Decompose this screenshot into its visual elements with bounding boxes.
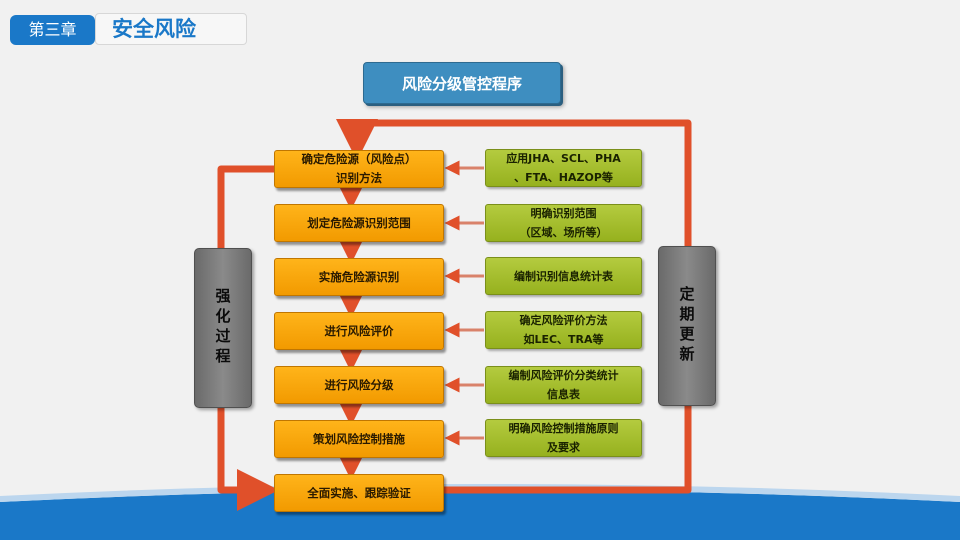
note-box-3: 编制识别信息统计表: [485, 257, 642, 295]
step-box-2: 划定危险源识别范围: [274, 204, 444, 242]
diagram-title: 风险分级管控程序: [363, 62, 561, 104]
step-box-3: 实施危险源识别: [274, 258, 444, 296]
note-box-1: 应用JHA、SCL、PHA 、FTA、HAZOP等: [485, 149, 642, 187]
step-box-7: 全面实施、跟踪验证: [274, 474, 444, 512]
note-box-4: 确定风险评价方法 如LEC、TRA等: [485, 311, 642, 349]
step-box-4: 进行风险评价: [274, 312, 444, 350]
chapter-badge: 第三章: [10, 15, 95, 45]
page-title: 安全风险: [95, 13, 247, 45]
note-box-6: 明确风险控制措施原则 及要求: [485, 419, 642, 457]
loop-right-connector: [336, 119, 692, 494]
note-box-2: 明确识别范围 （区域、场所等）: [485, 204, 642, 242]
side-label-right: 定期更新: [658, 246, 716, 406]
side-label-left: 强化过程: [194, 248, 252, 408]
side-label-right-text: 定期更新: [677, 286, 696, 366]
step-box-1: 确定危险源（风险点） 识别方法: [274, 150, 444, 188]
step-box-5: 进行风险分级: [274, 366, 444, 404]
side-label-left-text: 强化过程: [213, 288, 232, 368]
note-box-5: 编制风险评价分类统计 信息表: [485, 366, 642, 404]
step-box-6: 策划风险控制措施: [274, 420, 444, 458]
